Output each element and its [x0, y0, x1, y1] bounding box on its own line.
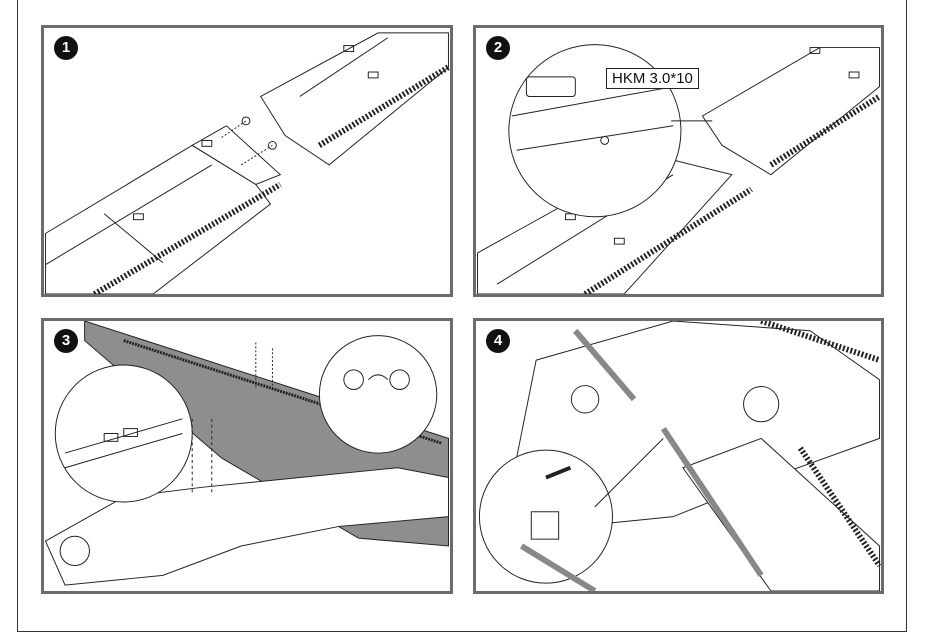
- step-4-badge: 4: [486, 329, 510, 353]
- step-3-illustration: [44, 321, 450, 586]
- step-1-badge: 1: [54, 36, 78, 60]
- step-2-panel: 2 HKM 3.0*10: [473, 25, 884, 297]
- step-1-illustration: [45, 32, 450, 294]
- step-4-illustration: [478, 321, 881, 591]
- step-2-badge: 2: [486, 36, 510, 60]
- step-1-panel: 1: [41, 25, 453, 297]
- step-3-panel: 3: [41, 318, 453, 594]
- step-4-panel: 4: [473, 318, 884, 594]
- page-frame: [17, 0, 907, 632]
- step-3-badge: 3: [54, 329, 78, 353]
- cropped-header-text: ▔▔ ▔▔▔ ▔▔▔▔▔ ▔▔▔ ▔▔▔▔ ▔▔ ▔▔▔▔▔▔ ▔▔▔: [150, 0, 502, 8]
- screw-size-callout: HKM 3.0*10: [606, 68, 699, 89]
